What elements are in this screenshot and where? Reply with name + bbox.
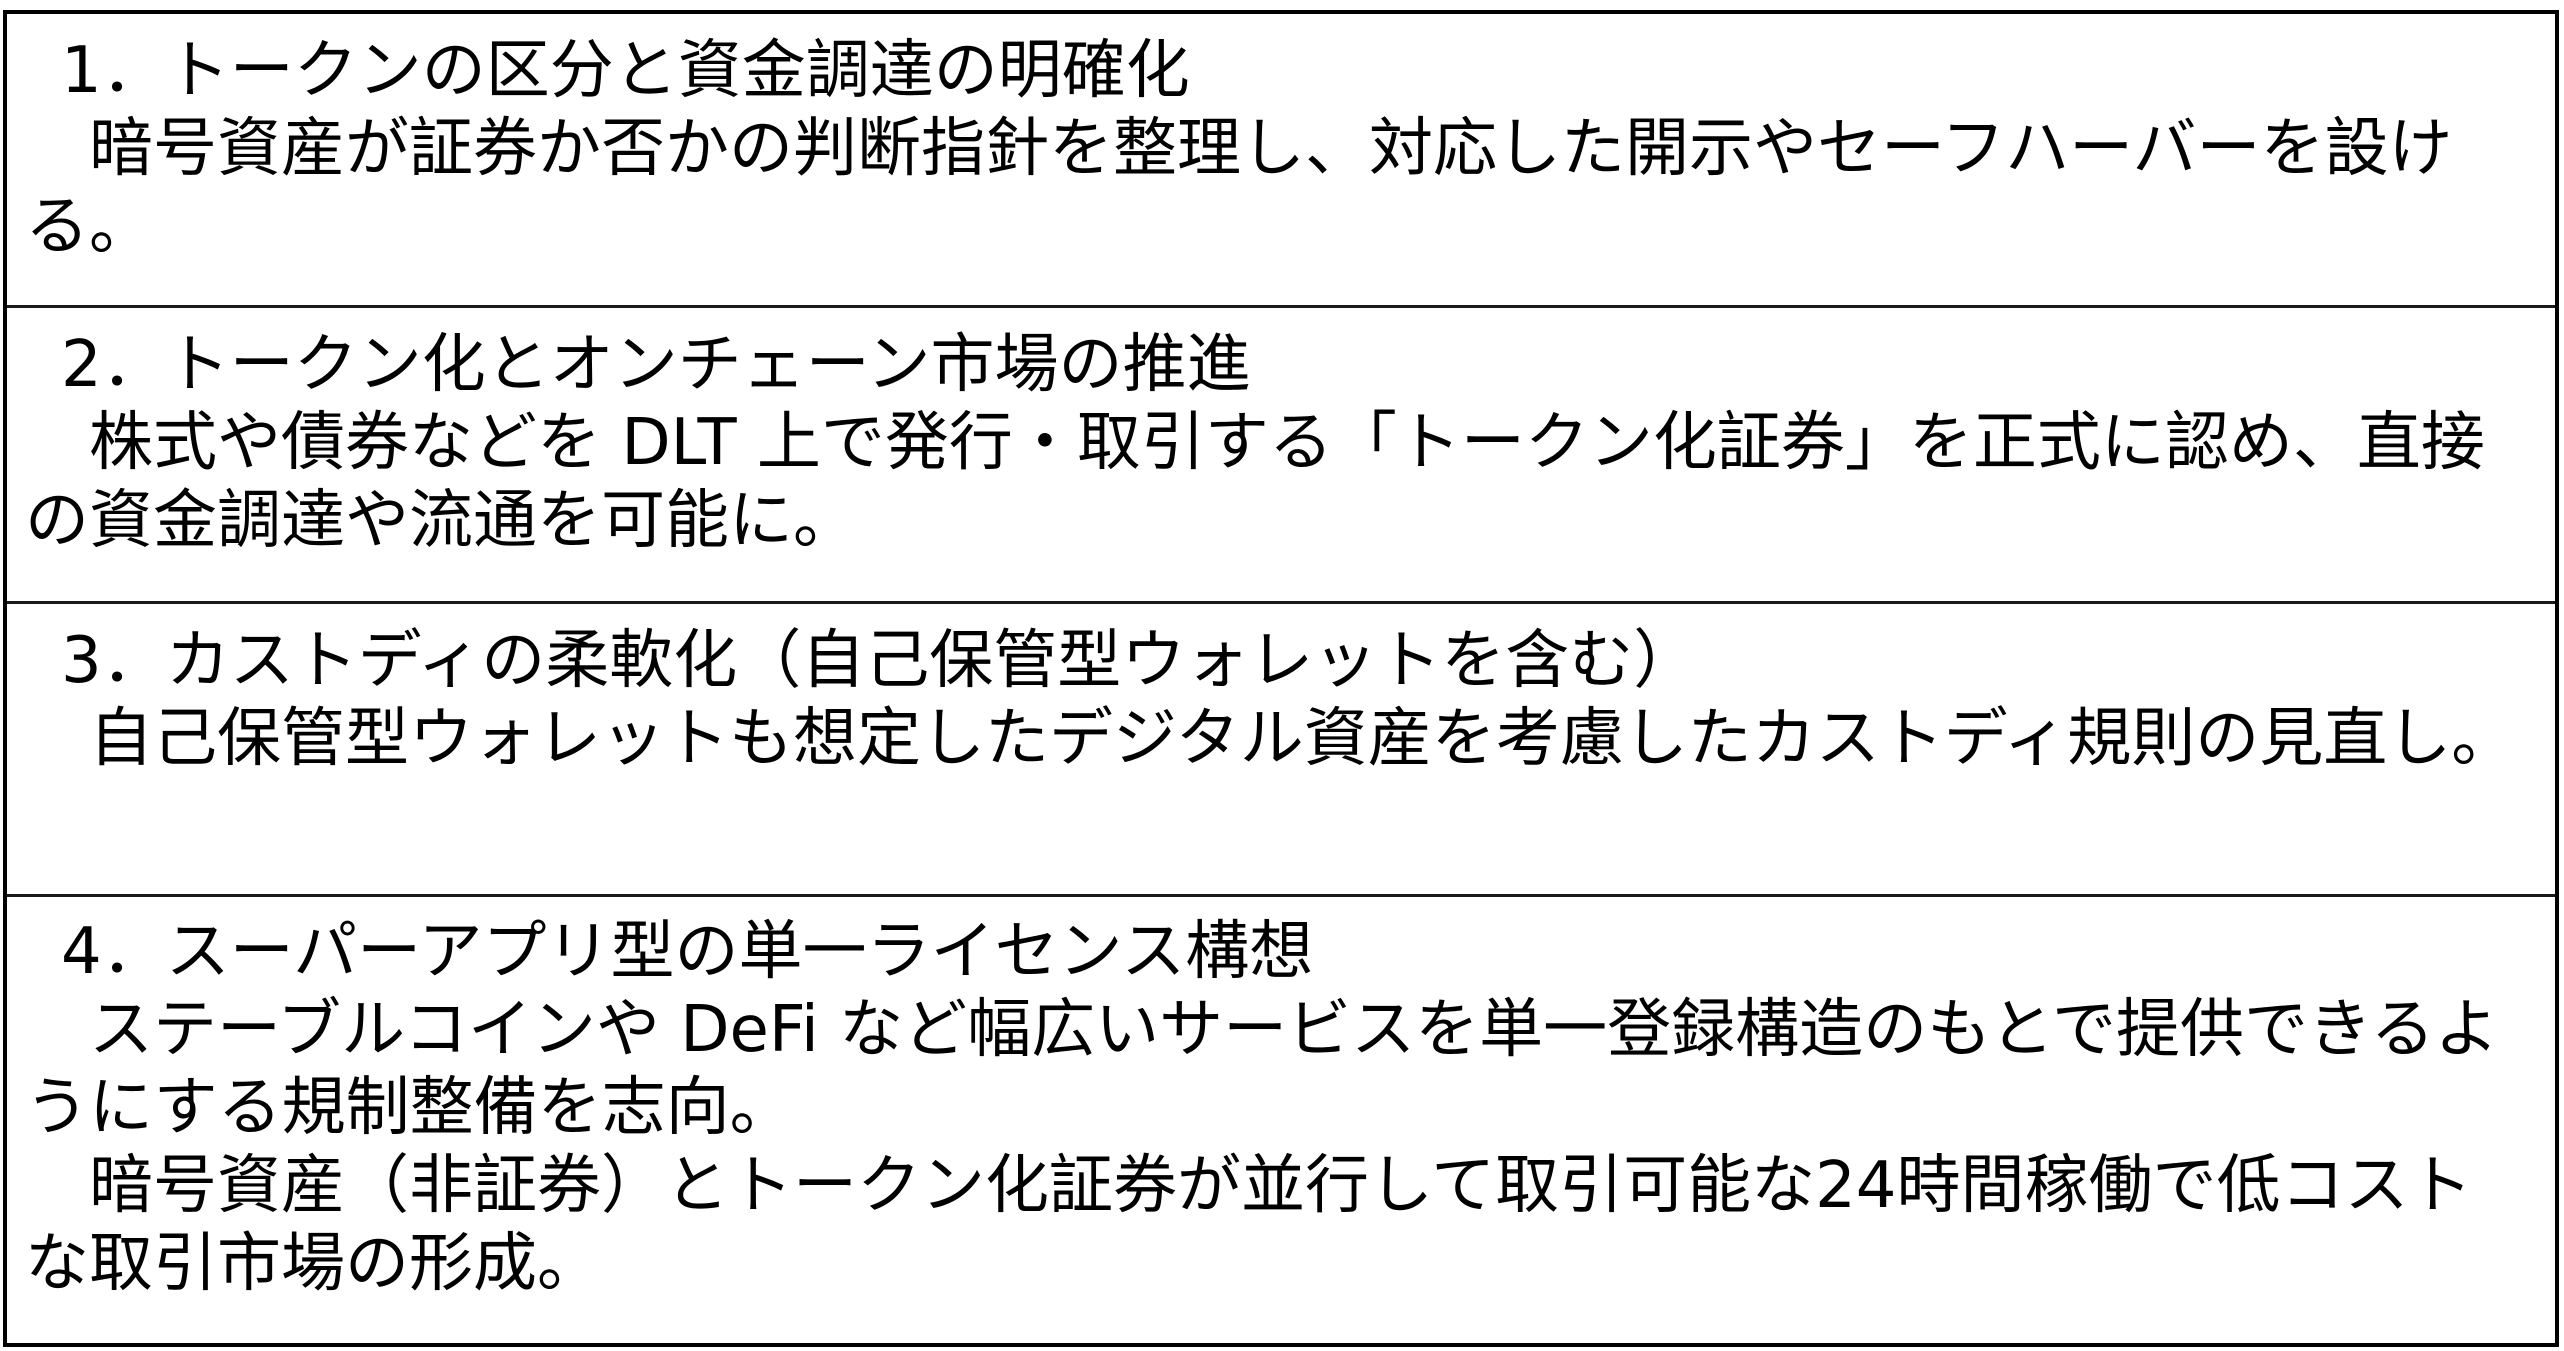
policy-item-4-number: 4． — [61, 915, 166, 989]
policy-item-2: 2．トークン化とオンチェーン市場の推進 株式や債券などを DLT 上で発行・取引… — [7, 308, 2555, 604]
policy-item-1-description: 暗号資産が証券か否かの判断指針を整理し、対応した開示やセーフハーバーを設ける。 — [25, 112, 2453, 264]
policy-item-2-heading: 2．トークン化とオンチェーン市場の推進 — [43, 326, 2535, 404]
policy-item-4-title: スーパーアプリ型の単一ライセンス構想 — [165, 915, 1314, 989]
policy-item-1-content: 1．トークンの区分と資金調達の明確化 暗号資産が証券か否かの判断指針を整理し、対… — [25, 32, 2535, 266]
policy-item-2-description: 株式や債券などを DLT 上で発行・取引する「トークン化証券」を正式に認め、直接… — [25, 406, 2485, 558]
policy-item-4-description-2: 暗号資産（非証券）とトークン化証券が並行して取引可能な24時間稼働で低コストな取… — [25, 1149, 2473, 1301]
policy-item-3-title: カストディの柔軟化（自己保管型ウォレットを含む） — [165, 624, 1698, 698]
policy-table: 1．トークンの区分と資金調達の明確化 暗号資産が証券か否かの判断指針を整理し、対… — [3, 10, 2559, 1347]
policy-item-3: 3．カストディの柔軟化（自己保管型ウォレットを含む） 自己保管型ウォレットも想定… — [7, 604, 2555, 897]
policy-item-2-title: トークン化とオンチェーン市場の推進 — [165, 328, 1251, 402]
policy-item-3-number: 3． — [61, 624, 166, 698]
policy-item-1-title: トークンの区分と資金調達の明確化 — [165, 34, 1190, 108]
policy-item-1-number: 1． — [61, 34, 166, 108]
policy-item-3-content: 3．カストディの柔軟化（自己保管型ウォレットを含む） 自己保管型ウォレットも想定… — [43, 622, 2535, 778]
policy-item-4: 4．スーパーアプリ型の単一ライセンス構想 ステーブルコインや DeFi など幅広… — [7, 897, 2555, 1343]
policy-item-2-content: 2．トークン化とオンチェーン市場の推進 株式や債券などを DLT 上で発行・取引… — [25, 326, 2535, 560]
policy-item-4-heading: 4．スーパーアプリ型の単一ライセンス構想 — [43, 913, 2535, 991]
policy-item-1-heading: 1．トークンの区分と資金調達の明確化 — [43, 32, 2535, 110]
policy-item-4-content: 4．スーパーアプリ型の単一ライセンス構想 ステーブルコインや DeFi など幅広… — [25, 913, 2535, 1303]
policy-item-4-description-1: ステーブルコインや DeFi など幅広いサービスを単一登録構造のもとで提供できる… — [25, 993, 2499, 1145]
policy-item-2-number: 2． — [61, 328, 166, 402]
policy-item-3-description: 自己保管型ウォレットも想定したデジタル資産を考慮したカストディ規則の見直し。 — [89, 702, 2516, 776]
policy-item-1: 1．トークンの区分と資金調達の明確化 暗号資産が証券か否かの判断指針を整理し、対… — [7, 14, 2555, 308]
policy-item-3-heading: 3．カストディの柔軟化（自己保管型ウォレットを含む） — [43, 622, 2535, 700]
